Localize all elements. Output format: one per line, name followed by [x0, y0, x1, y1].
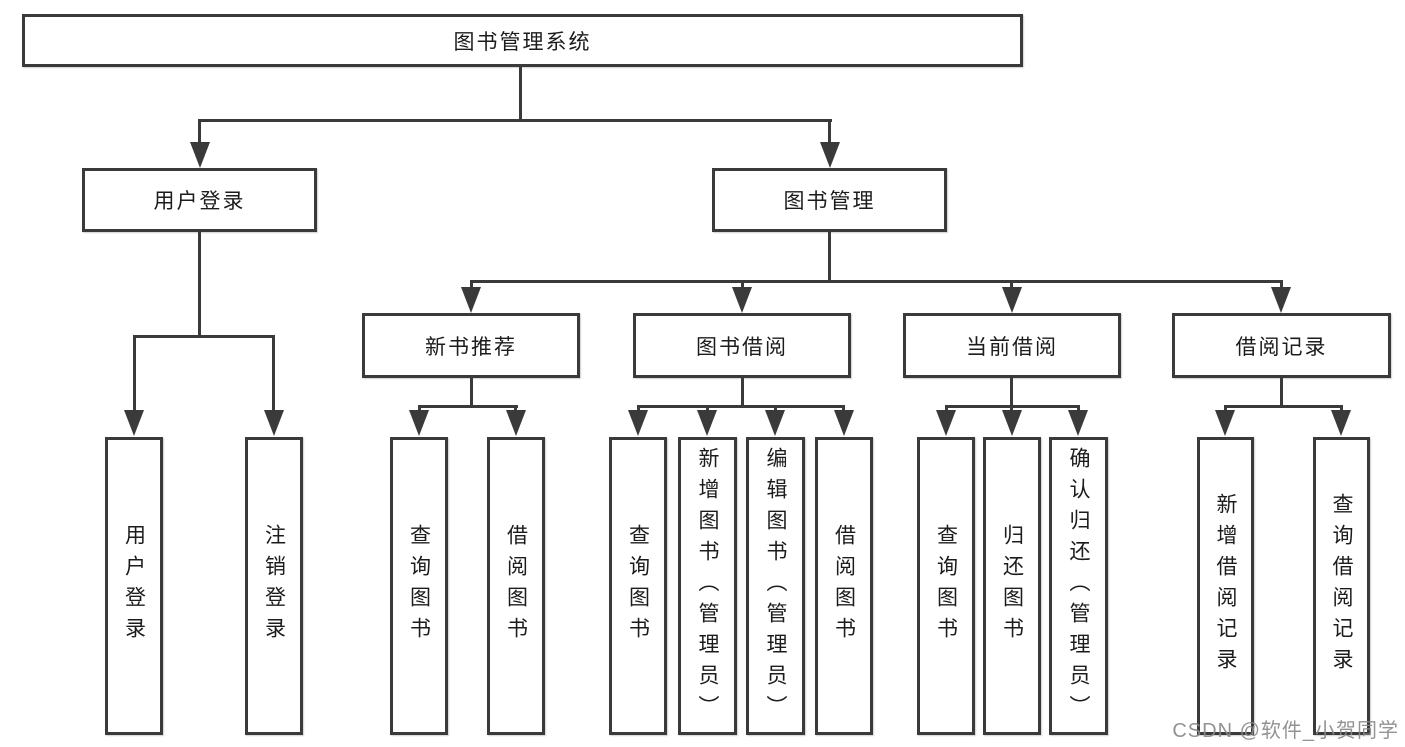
connector-segment: [828, 119, 831, 147]
arrowhead-down-icon: [1002, 287, 1022, 313]
arrowhead-down-icon: [732, 287, 752, 313]
connector-segment: [418, 405, 518, 408]
connector-segment: [741, 280, 744, 292]
leaf-borrowing-borrow-books: 借阅图书: [815, 437, 873, 735]
connector-segment: [470, 280, 473, 292]
leaf-user-login: 用户登录: [105, 437, 163, 735]
arrowhead-down-icon: [506, 410, 526, 436]
node-borrowing-records: 借阅记录: [1172, 313, 1391, 378]
arrowhead-down-icon: [461, 287, 481, 313]
connector-segment: [272, 335, 275, 412]
node-label: 查询图书: [934, 524, 958, 648]
arrowhead-down-icon: [628, 410, 648, 436]
arrowhead-down-icon: [834, 410, 854, 436]
node-label: 注销登录: [262, 524, 286, 648]
arrowhead-down-icon: [936, 410, 956, 436]
node-label: 借阅记录: [1235, 335, 1328, 359]
arrowhead-down-icon: [190, 142, 210, 168]
arrowhead-down-icon: [264, 410, 284, 436]
node-label: 查询借阅记录: [1330, 493, 1353, 679]
leaf-newbooks-query-books: 查询图书: [390, 437, 448, 735]
arrowhead-down-icon: [409, 410, 429, 436]
arrowhead-down-icon: [1068, 410, 1088, 436]
connector-segment: [1280, 280, 1283, 292]
connector-segment: [198, 119, 832, 122]
node-label: 借阅图书: [832, 524, 856, 648]
leaf-records-query-borrow-record: 查询借阅记录: [1313, 437, 1370, 735]
connector-segment: [828, 232, 831, 280]
node-root-book-management-system: 图书管理系统: [22, 14, 1023, 67]
node-book-management: 图书管理: [712, 168, 947, 232]
node-label: 查询图书: [407, 524, 431, 648]
leaf-logout: 注销登录: [245, 437, 303, 735]
leaf-borrowing-add-books-admin: 新增图书（管理员）: [678, 437, 737, 735]
leaf-borrowing-query-books: 查询图书: [609, 437, 667, 735]
node-current-borrowing: 当前借阅: [903, 313, 1121, 378]
node-book-borrowing: 图书借阅: [633, 313, 851, 378]
connector-segment: [519, 66, 522, 120]
connector-segment: [1010, 378, 1013, 405]
connector-segment: [1280, 378, 1283, 405]
node-label: 图书管理系统: [453, 30, 592, 54]
node-label: 用户登录: [153, 190, 246, 213]
connector-segment: [637, 405, 845, 408]
node-label: 新书推荐: [425, 335, 517, 359]
arrowhead-down-icon: [1002, 410, 1022, 436]
arrowhead-down-icon: [1215, 410, 1235, 436]
leaf-current-return-books: 归还图书: [983, 437, 1041, 735]
connector-segment: [1010, 280, 1013, 292]
connector-segment: [1224, 405, 1342, 408]
connector-segment: [198, 232, 201, 335]
connector-segment: [198, 119, 201, 147]
arrowhead-down-icon: [697, 410, 717, 436]
connector-segment: [470, 280, 1282, 283]
watermark: CSDN @软件_小贺同学: [1172, 720, 1399, 742]
leaf-current-confirm-return-admin: 确认归还（管理员）: [1049, 437, 1108, 735]
arrowhead-down-icon: [1271, 287, 1291, 313]
leaf-records-add-borrow-record: 新增借阅记录: [1197, 437, 1254, 735]
arrowhead-down-icon: [124, 410, 144, 436]
leaf-current-query-books: 查询图书: [917, 437, 975, 735]
node-label: 归还图书: [1000, 524, 1024, 648]
connector-segment: [133, 335, 275, 338]
node-new-book-recommendation: 新书推荐: [362, 313, 580, 378]
node-label: 确认归还（管理员）: [1067, 446, 1090, 726]
node-label: 当前借阅: [966, 335, 1058, 359]
node-user-login: 用户登录: [82, 168, 317, 232]
connector-segment: [133, 335, 136, 412]
leaf-borrowing-edit-books-admin: 编辑图书（管理员）: [746, 437, 805, 735]
node-label: 新增借阅记录: [1214, 493, 1237, 679]
node-label: 图书借阅: [696, 335, 788, 359]
node-label: 查询图书: [626, 524, 650, 648]
connector-segment: [470, 378, 473, 405]
node-label: 新增图书（管理员）: [696, 446, 719, 726]
node-label: 图书管理: [783, 190, 876, 213]
node-label: 用户登录: [122, 524, 146, 648]
connector-segment: [741, 378, 744, 405]
node-label: 编辑图书（管理员）: [764, 446, 787, 726]
arrowhead-down-icon: [765, 410, 785, 436]
arrowhead-down-icon: [820, 142, 840, 168]
leaf-newbooks-borrow-books: 借阅图书: [487, 437, 545, 735]
node-label: 借阅图书: [504, 524, 528, 648]
arrowhead-down-icon: [1331, 410, 1351, 436]
